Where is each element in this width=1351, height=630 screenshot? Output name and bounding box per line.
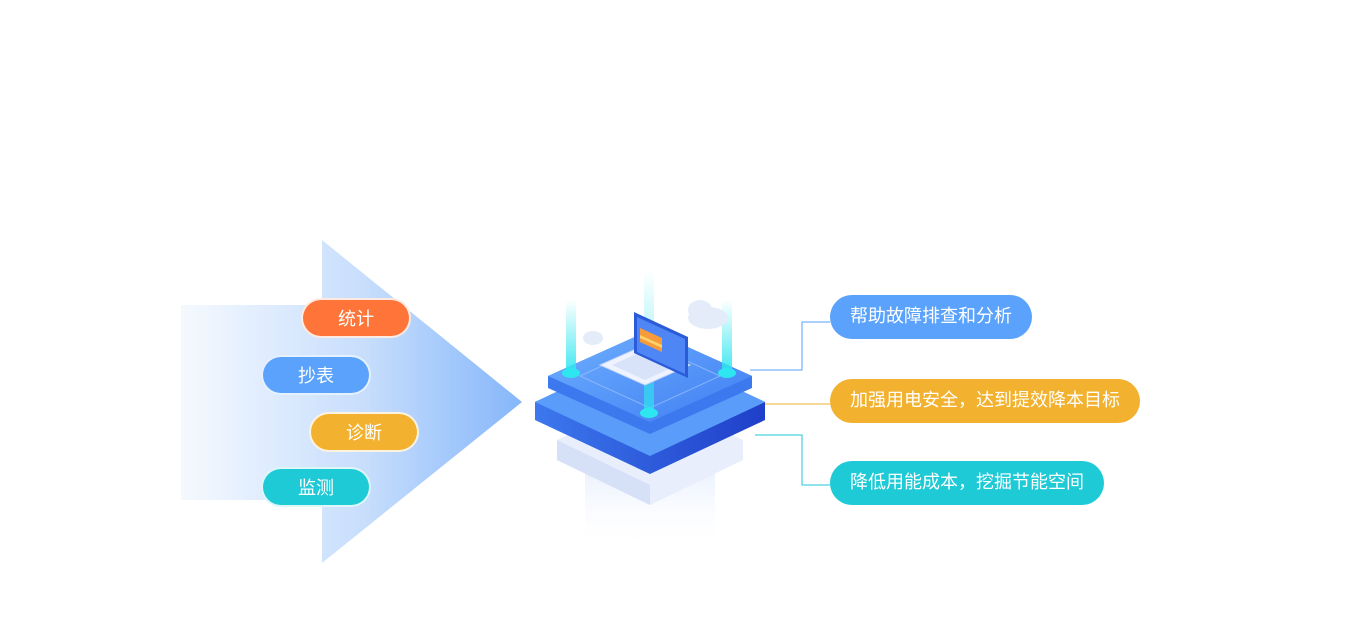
label-diagnosis: 诊断 — [309, 412, 419, 452]
cloud-icon — [583, 300, 728, 345]
connector-lines — [750, 321, 830, 486]
server-platform-illustration — [535, 270, 765, 545]
benefit-power-safety: 加强用电安全，达到提效降本目标 — [830, 379, 1140, 423]
label-diagnosis-text: 诊断 — [346, 423, 382, 444]
label-monitoring: 监测 — [261, 467, 371, 507]
benefit-power-safety-text: 加强用电安全，达到提效降本目标 — [850, 390, 1120, 411]
label-statistics-text: 统计 — [338, 309, 374, 330]
benefit-energy-cost: 降低用能成本，挖掘节能空间 — [830, 461, 1104, 505]
label-meter-reading: 抄表 — [261, 355, 371, 395]
label-meter-reading-text: 抄表 — [298, 366, 334, 387]
label-monitoring-text: 监测 — [298, 478, 334, 499]
benefit-fault-analysis: 帮助故障排查和分析 — [830, 295, 1032, 339]
laptop-icon — [598, 312, 692, 386]
benefit-energy-cost-text: 降低用能成本，挖掘节能空间 — [850, 472, 1084, 493]
label-statistics: 统计 — [301, 298, 411, 338]
benefit-fault-analysis-text: 帮助故障排查和分析 — [850, 306, 1012, 327]
